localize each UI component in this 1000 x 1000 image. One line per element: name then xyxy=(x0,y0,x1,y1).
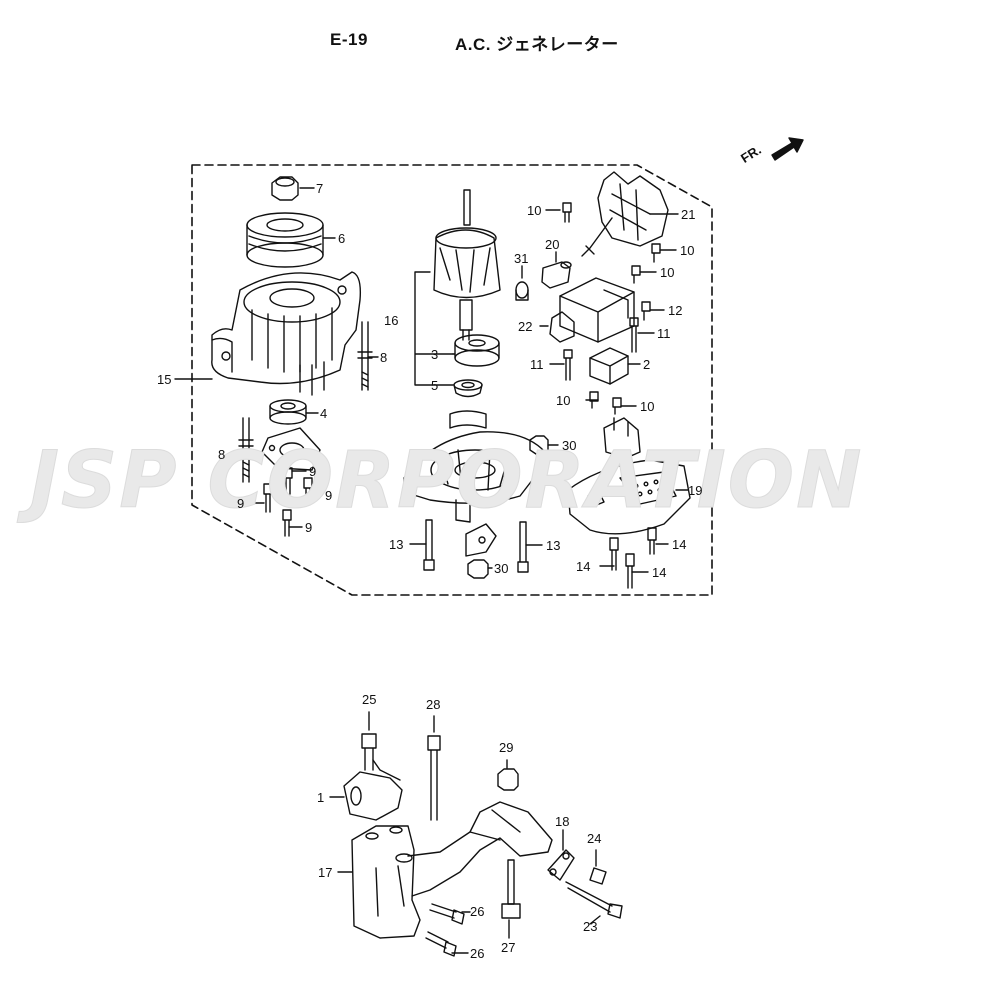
callout-1[interactable]: 1 xyxy=(317,790,325,805)
bolts-part-9 xyxy=(263,467,313,537)
bolts-part-13 xyxy=(423,519,529,573)
callout-12[interactable]: 12 xyxy=(668,303,683,318)
callout-23[interactable]: 23 xyxy=(583,919,598,934)
callout-26-upper[interactable]: 26 xyxy=(470,904,485,919)
diagram-title: A.C. ジェネレーター xyxy=(455,35,619,54)
brush-holder-part-2 xyxy=(589,347,629,385)
callout-29[interactable]: 29 xyxy=(499,740,514,755)
callout-30-upper[interactable]: 30 xyxy=(562,438,577,453)
callout-22[interactable]: 22 xyxy=(518,319,533,334)
callout-10-b[interactable]: 10 xyxy=(680,243,695,258)
leader-lines-lower xyxy=(329,711,601,954)
callout-4[interactable]: 4 xyxy=(320,406,328,421)
leader-lines-upper xyxy=(174,187,689,573)
front-housing xyxy=(403,410,546,523)
collar-part-5 xyxy=(453,379,483,398)
callout-14-c[interactable]: 14 xyxy=(652,565,667,580)
callout-6[interactable]: 6 xyxy=(338,231,346,246)
callout-11-b[interactable]: 11 xyxy=(530,357,544,372)
bolt-part-27 xyxy=(501,859,521,919)
callout-9-c[interactable]: 9 xyxy=(237,496,245,511)
callout-25[interactable]: 25 xyxy=(362,692,377,707)
callout-16[interactable]: 16 xyxy=(384,313,399,328)
mount-bracket-part-17 xyxy=(351,801,553,939)
gasket-plate xyxy=(261,427,321,471)
callout-10-a[interactable]: 10 xyxy=(527,203,542,218)
callout-30-lower[interactable]: 30 xyxy=(494,561,509,576)
bolt-part-25 xyxy=(361,733,377,771)
regulator-part-22 xyxy=(549,277,635,343)
callout-20[interactable]: 20 xyxy=(545,237,560,252)
callout-3[interactable]: 3 xyxy=(431,347,439,362)
callout-9-b[interactable]: 9 xyxy=(325,488,333,503)
callout-8-lower[interactable]: 8 xyxy=(218,447,226,462)
nut-part-7 xyxy=(271,176,299,201)
small-bracket xyxy=(465,523,497,557)
bearing-part-4 xyxy=(269,399,307,425)
front-direction-arrow xyxy=(771,137,804,161)
pulley-part-6 xyxy=(246,212,324,268)
callout-10-e[interactable]: 10 xyxy=(640,399,655,414)
callout-8-upper[interactable]: 8 xyxy=(380,350,388,365)
callout-13-left[interactable]: 13 xyxy=(389,537,404,552)
callout-5[interactable]: 5 xyxy=(431,378,439,393)
callout-17[interactable]: 17 xyxy=(318,865,333,880)
rectifier-part-21 xyxy=(581,171,669,257)
bolt-part-24 xyxy=(589,867,607,885)
nut-part-30-upper xyxy=(529,435,549,455)
rear-cover-part-19 xyxy=(567,459,691,535)
callout-14-b[interactable]: 14 xyxy=(576,559,591,574)
callout-21[interactable]: 21 xyxy=(681,207,696,222)
callout-19[interactable]: 19 xyxy=(688,483,703,498)
rotor-part-16 xyxy=(433,189,501,341)
stud-bolt-part-8-lower xyxy=(238,417,254,483)
callout-24[interactable]: 24 xyxy=(587,831,602,846)
diagram-code: E-19 xyxy=(330,30,368,49)
callout-9-d[interactable]: 9 xyxy=(305,520,313,535)
bearing-part-3 xyxy=(454,334,500,367)
callout-10-c[interactable]: 10 xyxy=(660,265,675,280)
alternator-body-part-15 xyxy=(211,271,362,396)
callout-27[interactable]: 27 xyxy=(501,940,516,955)
bolts-part-26 xyxy=(425,903,465,957)
callout-14-a[interactable]: 14 xyxy=(672,537,687,552)
callout-7[interactable]: 7 xyxy=(316,181,324,196)
small-screws xyxy=(562,202,661,415)
bolt-part-28 xyxy=(427,735,441,821)
callout-31[interactable]: 31 xyxy=(514,251,529,266)
bolts-part-14 xyxy=(609,527,657,589)
leader-bracket-16 xyxy=(414,271,454,386)
stud-bolt-part-8-upper xyxy=(357,321,373,391)
bracket-part-1 xyxy=(343,771,403,821)
plate-part-18 xyxy=(547,849,575,881)
nut-part-29 xyxy=(497,768,519,791)
callout-13-right[interactable]: 13 xyxy=(546,538,561,553)
callout-26-lower[interactable]: 26 xyxy=(470,946,485,961)
terminal-block xyxy=(603,417,641,459)
callout-2[interactable]: 2 xyxy=(643,357,651,372)
assembly-boundary xyxy=(191,164,713,596)
callout-15[interactable]: 15 xyxy=(157,372,172,387)
terminal-part-31 xyxy=(515,281,529,301)
callout-10-d[interactable]: 10 xyxy=(556,393,571,408)
insulator-part-20 xyxy=(541,261,572,289)
bolt-part-23 xyxy=(565,881,623,919)
callout-18[interactable]: 18 xyxy=(555,814,570,829)
nut-part-30-lower xyxy=(467,559,489,579)
callout-9-a[interactable]: 9 xyxy=(309,464,317,479)
callout-28[interactable]: 28 xyxy=(426,697,441,712)
callout-11-a[interactable]: 11 xyxy=(657,326,671,341)
